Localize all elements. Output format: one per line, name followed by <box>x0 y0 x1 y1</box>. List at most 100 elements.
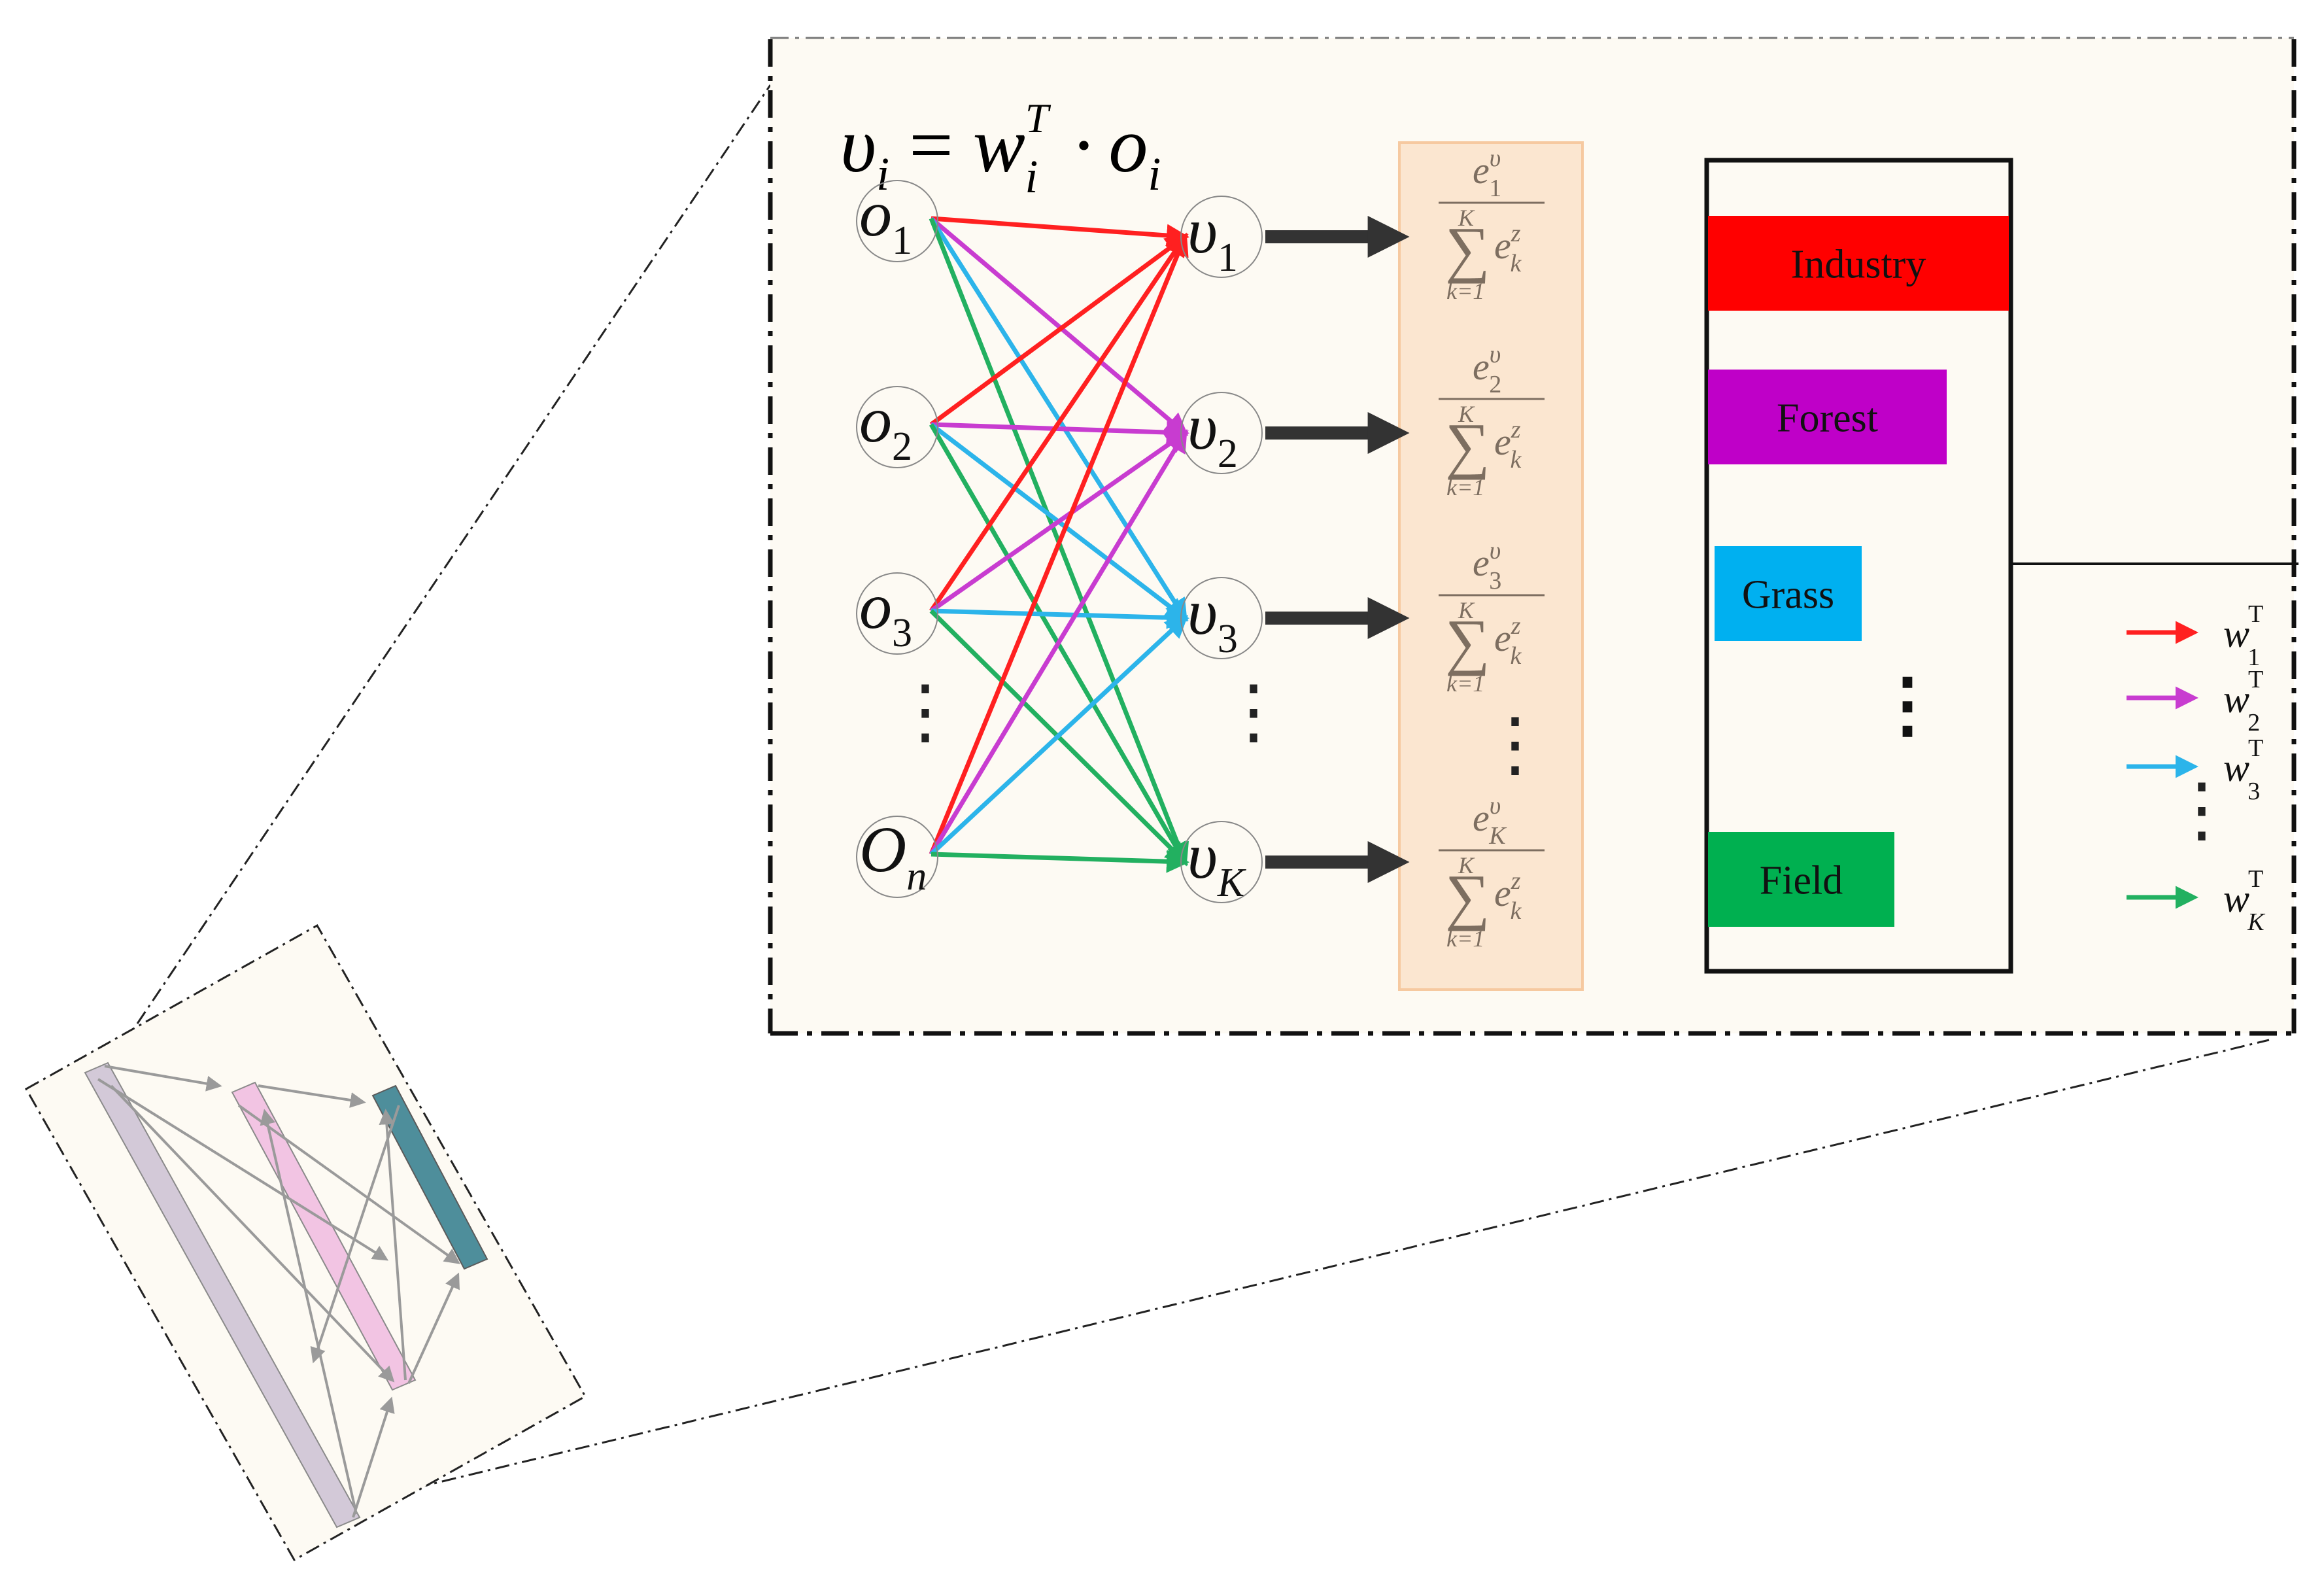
input-node-circle <box>856 386 938 468</box>
output-node-2: υ2 <box>1180 390 1263 476</box>
edge-in1-out2 <box>929 216 1189 436</box>
output-to-softmax-arrows <box>1265 215 1410 884</box>
thumbnail-arrow-4 <box>237 1104 460 1264</box>
main-panel <box>768 37 2298 1036</box>
thumbnail-arrow-2 <box>258 1084 366 1108</box>
output-node-label: υ2 <box>1188 390 1238 476</box>
ellipses: ⋮ ⋮ ⋮ ⋮ ⋮ <box>889 665 2238 850</box>
input-node-3: o3 <box>856 570 938 655</box>
thumbnail-bar-pink <box>231 1081 417 1391</box>
output-node-label: υ1 <box>1188 194 1238 280</box>
category-label: Industry <box>1791 243 1926 287</box>
softmax-sum-symbol: ∑ <box>1445 410 1490 480</box>
ellipsis-outputs: ⋮ <box>1218 672 1290 752</box>
category-label: Grass <box>1742 573 1834 617</box>
category-label: Field <box>1760 859 1843 903</box>
zoom-line-top <box>136 84 772 1024</box>
thumbnail-arrow-1 <box>104 1065 222 1092</box>
input-node-1: o1 <box>856 177 938 263</box>
category-bar <box>1708 832 1894 927</box>
input-node-circle <box>856 572 938 655</box>
softmax-sum-upper: K <box>1458 597 1475 623</box>
category-grass: Grass <box>1715 546 1862 641</box>
category-bar <box>1708 370 1947 464</box>
main-panel-border <box>768 39 2297 1036</box>
softmax-sum-symbol: ∑ <box>1445 214 1490 284</box>
input-node-label: o2 <box>859 383 912 469</box>
output-nodes: υ1 υ2 υ3 υK <box>1180 194 1263 905</box>
ellipsis-softmax: ⋮ <box>1479 704 1551 784</box>
input-node-label: o3 <box>859 570 912 655</box>
output-node-1: υ1 <box>1180 194 1263 280</box>
ellipsis-legend: ⋮ <box>2166 770 2238 850</box>
thumbnail-arrow-5 <box>352 1396 395 1518</box>
ellipsis-inputs: ⋮ <box>889 672 961 752</box>
softmax-sum-lower: k=1 <box>1446 925 1484 952</box>
edge-in1-out3 <box>929 217 1188 622</box>
edge-in2-out2 <box>931 421 1189 444</box>
input-node-4: On <box>856 813 938 899</box>
edge-in4-out1 <box>929 232 1189 856</box>
output-node-circle <box>1180 392 1263 474</box>
output-node-label: υK <box>1188 820 1247 905</box>
output-node-circle <box>1180 196 1263 278</box>
input-node-circle <box>856 816 938 898</box>
thumbnail-panel <box>24 924 587 1562</box>
edge-in3-out3 <box>931 606 1189 629</box>
softmax-sum-lower: k=1 <box>1446 670 1484 697</box>
thumbnail-bar-lavender <box>84 1062 361 1529</box>
edge-in3-out1 <box>929 233 1188 612</box>
category-bar <box>1715 546 1862 641</box>
thumbnail-frame <box>24 924 587 1562</box>
output-node-circle <box>1180 577 1263 659</box>
zoom-projection-lines <box>136 84 2270 1489</box>
thumbnail-bar-teal <box>371 1084 488 1270</box>
edge-in4-out2 <box>929 429 1188 856</box>
thumbnail-arrow-8 <box>379 1109 407 1381</box>
category-field: Field <box>1708 832 1894 927</box>
edge-in4-out3 <box>929 615 1189 856</box>
category-industry: Industry <box>1708 216 2009 311</box>
zoom-line-bottom <box>415 1039 2270 1489</box>
thumbnail-arrow-6 <box>260 1109 358 1515</box>
input-node-label: On <box>859 813 927 899</box>
softmax-sum-symbol: ∑ <box>1445 861 1490 931</box>
ellipsis-categories: ⋮ <box>1871 665 1943 745</box>
output-node-3: υ3 <box>1180 576 1263 661</box>
category-forest: Forest <box>1708 370 1947 464</box>
softmax-sum-symbol: ∑ <box>1445 606 1490 676</box>
category-bar <box>1708 216 2009 311</box>
softmax-sum-upper: K <box>1458 852 1475 878</box>
category-box <box>1704 158 2013 974</box>
thumbnail-arrow-3 <box>97 1078 389 1261</box>
weight-edges <box>929 216 1189 873</box>
softmax-sum-upper: K <box>1458 401 1475 427</box>
output-node-4: υK <box>1180 820 1263 905</box>
input-node-circle <box>856 180 938 262</box>
thumbnail-arrow-7 <box>407 1272 460 1384</box>
input-node-2: o2 <box>856 383 938 469</box>
output-node-circle <box>1180 821 1263 903</box>
softmax-sum-upper: K <box>1458 205 1475 231</box>
